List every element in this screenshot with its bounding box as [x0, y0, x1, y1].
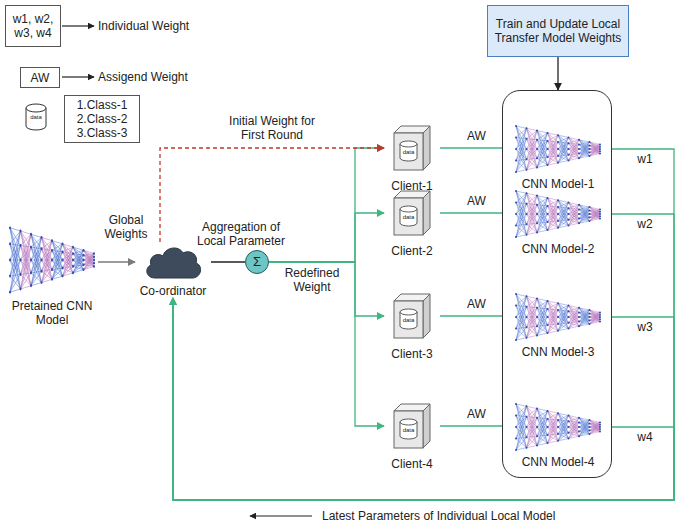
icon-graphic: [7, 225, 97, 295]
connector: [269, 213, 384, 262]
node-label: Co-ordinator: [135, 284, 211, 298]
icon: [7, 225, 97, 295]
data-text: data: [400, 427, 417, 434]
legend-box: 1.Class-1 2.Class-2 3.Class-3: [64, 95, 140, 143]
edge-label: Redefined Weight: [277, 266, 347, 294]
icon: [143, 242, 203, 282]
edge-label: w4: [630, 430, 660, 444]
annotation-label: Latest Parameters of Individual Local Mo…: [322, 509, 602, 523]
client-server: dataClient-1: [384, 125, 440, 193]
data-text: data: [400, 317, 417, 324]
icon: data: [24, 103, 48, 131]
legend-arrow: [62, 76, 94, 77]
sum-symbol: Σ: [253, 255, 261, 269]
icon-graphic: [393, 190, 431, 236]
annotation-label: Aggregation of Local Parameter: [186, 220, 296, 248]
icon: data: [393, 403, 431, 449]
process-box: Train and Update Local Transfer Model We…: [487, 5, 629, 57]
data-text: data: [24, 114, 48, 121]
icon: [513, 402, 603, 452]
node-label: Client-3: [384, 347, 440, 361]
coordinator-cloud: Co-ordinator: [135, 242, 211, 298]
icon: [513, 124, 603, 174]
icon-graphic: [513, 124, 603, 174]
cnn-model: CNN Model-3: [513, 292, 603, 359]
node-label: CNN Model-1: [513, 177, 603, 191]
annotation-label: Individual Weight: [98, 19, 208, 33]
icon-graphic: [143, 242, 203, 282]
node-label: Pretained CNN Model: [6, 299, 98, 327]
data-icon: data: [24, 103, 48, 131]
icon: data: [393, 293, 431, 339]
node-label: Client-2: [384, 244, 440, 258]
connector: [211, 261, 245, 262]
client-server: dataClient-3: [384, 293, 440, 361]
connector: [557, 57, 558, 90]
node-label: CNN Model-4: [513, 455, 603, 469]
edge-label: w3: [630, 320, 660, 334]
cnn-model: CNN Model-4: [513, 402, 603, 469]
box-text: AW: [31, 71, 50, 85]
edge-label: w2: [630, 217, 660, 231]
annotation-label: Global Weights: [98, 213, 154, 241]
edge-label: AW: [460, 194, 494, 208]
edge-label: Initial Weight for First Round: [220, 114, 324, 142]
icon: data: [393, 190, 431, 236]
legend-arrow: [250, 515, 312, 516]
client-server: dataClient-4: [384, 403, 440, 471]
connector: [269, 262, 384, 426]
model-container: CNN Model-1CNN Model-2CNN Model-3CNN Mod…: [502, 90, 612, 478]
data-text: data: [400, 149, 417, 156]
node-label: CNN Model-2: [513, 242, 603, 256]
edge-label: AW: [460, 407, 494, 421]
edge-label: AW: [460, 297, 494, 311]
box-text: 1.Class-1 2.Class-2 3.Class-3: [68, 98, 136, 140]
legend-arrow: [62, 25, 94, 26]
data-text: data: [400, 214, 417, 221]
edge-label: w1: [630, 152, 660, 166]
legend-box: w1, w2, w3, w4: [5, 5, 61, 47]
annotation-label: Assigend Weight: [98, 70, 208, 84]
edge-label: AW: [460, 129, 494, 143]
node-label: CNN Model-3: [513, 345, 603, 359]
box-text: Train and Update Local Transfer Model We…: [491, 17, 625, 45]
icon-graphic: [393, 125, 431, 171]
pretrained-model: Pretained CNN Model: [6, 225, 98, 327]
connector: [269, 262, 384, 316]
cnn-model: CNN Model-2: [513, 189, 603, 256]
node-label: Client-4: [384, 457, 440, 471]
client-server: dataClient-2: [384, 190, 440, 258]
connector: [98, 261, 135, 262]
legend-box: AW: [20, 67, 60, 88]
cnn-model: CNN Model-1: [513, 124, 603, 191]
icon-graphic: [513, 402, 603, 452]
icon-graphic: [393, 403, 431, 449]
icon: data: [393, 125, 431, 171]
sum-circle: Σ: [245, 250, 269, 274]
icon: [513, 292, 603, 342]
connector: [269, 148, 384, 262]
icon-graphic: [513, 189, 603, 239]
icon-graphic: [513, 292, 603, 342]
box-text: w1, w2, w3, w4: [9, 12, 57, 40]
icon-graphic: [393, 293, 431, 339]
icon: [513, 189, 603, 239]
